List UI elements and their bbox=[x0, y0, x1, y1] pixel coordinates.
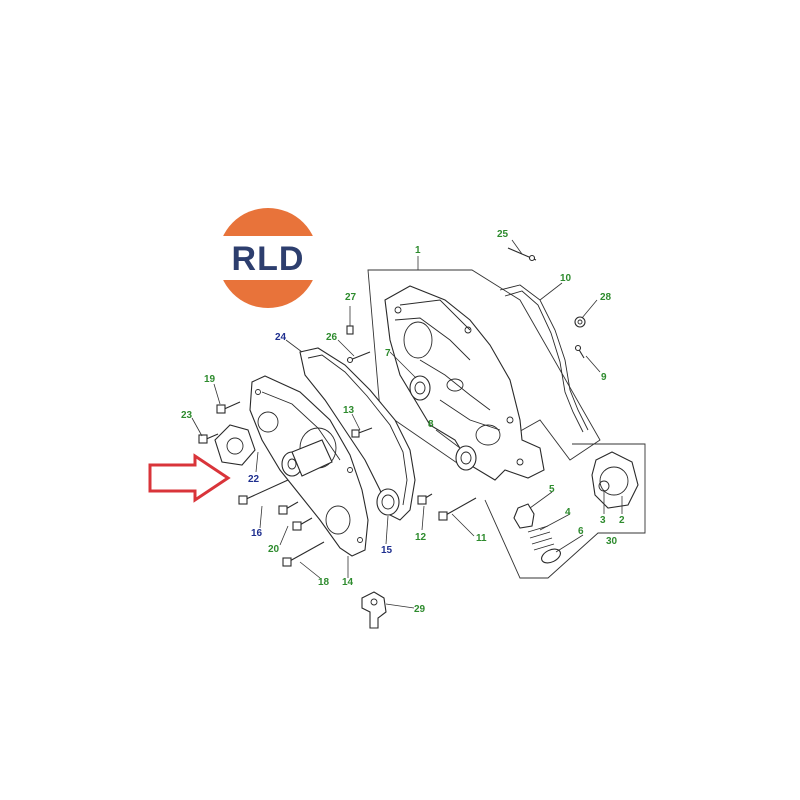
callout-25: 25 bbox=[497, 229, 509, 240]
bolt-27 bbox=[346, 325, 354, 335]
callout-30: 30 bbox=[606, 536, 618, 547]
plunger-5 bbox=[513, 503, 535, 529]
bolt-13 bbox=[351, 427, 373, 438]
bolt-19 bbox=[216, 401, 241, 414]
callout-27: 27 bbox=[345, 292, 357, 303]
relief-valve-parts bbox=[513, 503, 561, 564]
callout-labels: 1 25 10 28 9 27 26 24 7 19 13 23 8 22 5 … bbox=[181, 229, 625, 615]
callout-14: 14 bbox=[342, 577, 354, 588]
bolts bbox=[198, 247, 586, 567]
bolt-9 bbox=[574, 344, 585, 359]
bolt-12 bbox=[417, 493, 433, 505]
callout-19: 19 bbox=[204, 374, 216, 385]
callout-16: 16 bbox=[251, 528, 263, 539]
housing-frame bbox=[367, 269, 601, 466]
gasket-strip bbox=[499, 284, 589, 433]
bolt-18 bbox=[282, 541, 325, 567]
callout-10: 10 bbox=[560, 273, 572, 284]
bolt-26 bbox=[346, 351, 371, 364]
callout-3: 3 bbox=[600, 515, 606, 526]
logo-band bbox=[212, 236, 324, 280]
rld-logo: RLD bbox=[212, 208, 324, 308]
callout-4: 4 bbox=[565, 507, 571, 518]
callout-20: 20 bbox=[268, 544, 280, 555]
bracket-29 bbox=[361, 591, 387, 629]
callout-18: 18 bbox=[318, 577, 330, 588]
callout-8: 8 bbox=[428, 419, 434, 430]
callout-6: 6 bbox=[578, 526, 584, 537]
frames bbox=[367, 269, 646, 579]
oil-pump-assembly bbox=[591, 451, 639, 509]
callout-22: 22 bbox=[248, 474, 260, 485]
callout-7: 7 bbox=[385, 348, 391, 359]
callout-12: 12 bbox=[415, 532, 427, 543]
callout-29: 29 bbox=[414, 604, 426, 615]
small-cover-plate bbox=[214, 424, 256, 466]
bolt-28 bbox=[574, 316, 586, 328]
seals bbox=[376, 375, 477, 516]
oil-pump-frame bbox=[484, 443, 646, 579]
callout-1: 1 bbox=[415, 245, 421, 256]
callout-15: 15 bbox=[381, 545, 393, 556]
cap-6 bbox=[541, 548, 561, 564]
callout-2: 2 bbox=[619, 515, 625, 526]
highlight-arrow bbox=[148, 453, 231, 503]
bolt-25 bbox=[507, 247, 537, 262]
bolt-23 bbox=[198, 433, 219, 444]
callout-24: 24 bbox=[275, 332, 287, 343]
callout-13: 13 bbox=[343, 405, 355, 416]
callout-28: 28 bbox=[600, 292, 612, 303]
seal-15 bbox=[376, 488, 400, 516]
front-cover-housing bbox=[384, 285, 545, 481]
logo-text: RLD bbox=[232, 240, 305, 278]
seal-8 bbox=[455, 445, 477, 471]
bolt-20 bbox=[278, 501, 299, 515]
bolt-16 bbox=[238, 479, 289, 505]
callout-11: 11 bbox=[476, 533, 487, 544]
callout-5: 5 bbox=[549, 484, 555, 495]
bolt-11 bbox=[438, 497, 477, 521]
pulley-hub bbox=[281, 439, 333, 477]
leader-lines bbox=[191, 239, 623, 609]
callout-23: 23 bbox=[181, 410, 193, 421]
callout-9: 9 bbox=[601, 372, 607, 383]
bolt-20b bbox=[292, 517, 313, 531]
callout-26: 26 bbox=[326, 332, 338, 343]
spring-4 bbox=[527, 525, 555, 551]
red-arrow-shape bbox=[148, 453, 231, 503]
seal-7 bbox=[409, 375, 431, 401]
